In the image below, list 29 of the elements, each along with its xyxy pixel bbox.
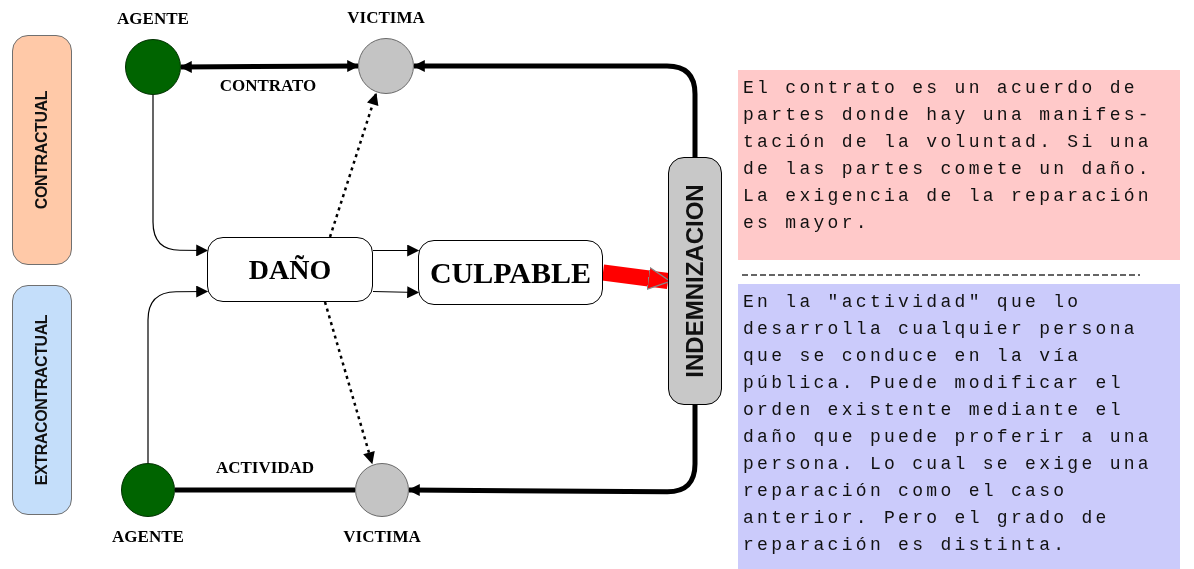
arrow [152,94,209,257]
connector-line [175,487,355,493]
concept-box [418,240,603,305]
concept-box [207,237,373,302]
arrow [372,244,420,257]
category-band [12,285,72,515]
compensation-pill [668,157,722,405]
arrow [412,60,698,157]
edge-label: CONTRATO [218,76,318,96]
note-box [738,70,1180,260]
band-label: EXTRACONTRACTUAL [32,314,51,486]
dotted-arrow [328,92,379,238]
note-text: En la "actividad" que lo desarrolla cualquier persona que se conduce en la vía pública. Puede modificar el orden existente mediante el daño que puede proferir a una persona. Lo cual se exige una reparación como el caso anterior. Pero el grado de reparación es distinta. [743,291,1153,557]
role-label: AGENTE [116,9,190,29]
edge-label: ACTIVIDAD [214,458,316,478]
pill-label: INDEMNIZACION [680,184,709,378]
role-label: VICTIMA [346,8,426,28]
note-text: El contrato es un acuerdo de partes donde hay una manifes-tación de la voluntad. Si una de las partes comete un daño. La exigencia de la reparación es mayor. [743,77,1153,235]
role-label: AGENTE [111,527,185,547]
dotted-arrow [323,301,375,465]
arrow [407,405,698,497]
box-label: DAÑO [248,252,332,287]
arrow [179,60,360,73]
arrow [147,285,209,464]
category-band [12,35,72,265]
band-label: CONTRACTUAL [32,90,51,210]
box-label: CULPABLE [429,255,592,291]
arrow [372,286,420,299]
role-label: VICTIMA [342,527,422,547]
